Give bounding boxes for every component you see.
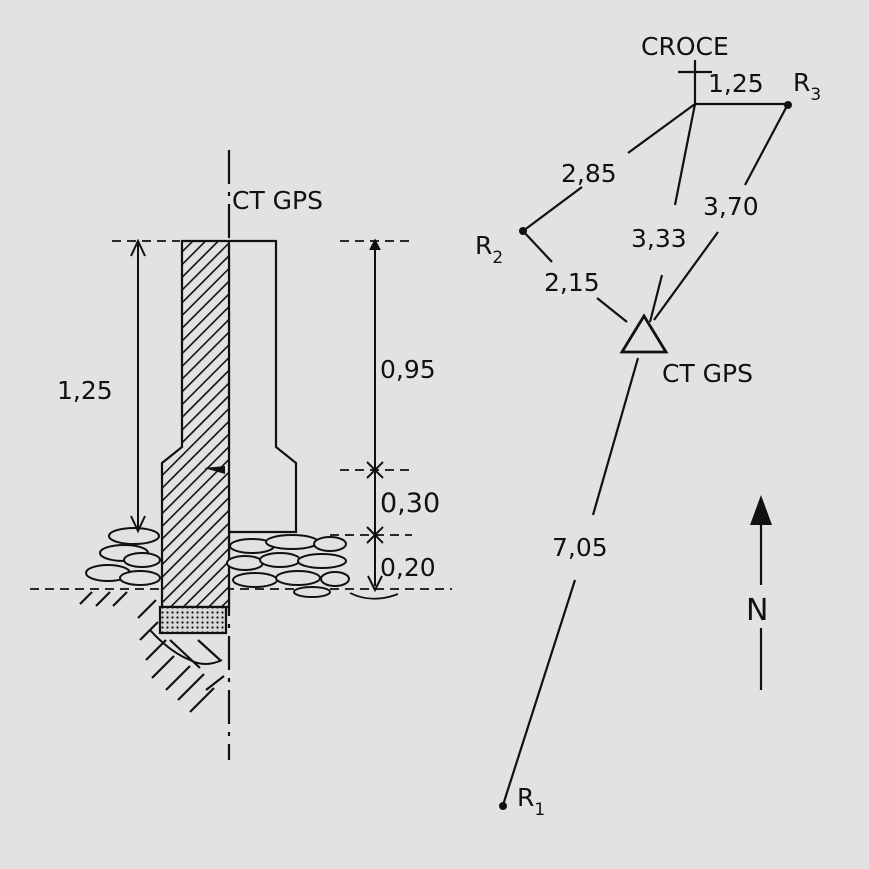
line-r2-station-b: [596, 297, 628, 323]
plan-view: [499, 60, 792, 810]
line-station-r1-a: [591, 357, 640, 516]
r3-label: R3: [793, 68, 821, 105]
dim-tick-low: [366, 526, 384, 544]
dist-croce-r3-label: 1,25: [708, 69, 764, 98]
dist-r3-station-label: 3,70: [703, 192, 759, 221]
dim-arrow-right-bottom: [367, 575, 383, 593]
pillar-cut-section: [160, 239, 231, 609]
r3-point: [784, 101, 792, 109]
dist-croce-station-label: 3,33: [631, 224, 687, 253]
dist-r2-station-label: 2,15: [544, 268, 600, 297]
rubble-stones-left: [85, 527, 161, 586]
pillar-outline: [229, 239, 298, 534]
dim-arrow-left-top: [130, 238, 146, 257]
ground-hatching: [79, 591, 225, 713]
dim-tick-mid: [366, 461, 384, 479]
r1-label: R1: [517, 783, 545, 820]
r2-point: [519, 227, 527, 235]
line-croce-station-b: [648, 274, 664, 323]
dim-total-left-label: 1,25: [57, 376, 113, 405]
line-r2-station-a: [522, 230, 553, 263]
line-r3-station-a: [744, 103, 789, 186]
line-r3-station-b: [653, 231, 719, 321]
north-label: N: [746, 593, 768, 628]
dim-arrow-right-top: [369, 238, 381, 251]
r1-point: [499, 802, 507, 810]
line-croce-r2-a: [627, 103, 696, 154]
dist-station-r1-label: 7,05: [552, 533, 608, 562]
dist-croce-r2-label: 2,85: [561, 159, 617, 188]
line-croce-station-a: [673, 103, 697, 206]
dim-middle-label: 0,30: [380, 488, 440, 519]
line-croce-r2-b: [522, 186, 583, 232]
foundation-slab: [158, 605, 228, 635]
step-marker: [204, 466, 225, 474]
dim-lower-label: 0,20: [380, 553, 436, 582]
rubble-stones-right: [226, 534, 399, 600]
croce-label: CROCE: [641, 32, 729, 61]
station-label: CT GPS: [662, 359, 753, 388]
r2-label: R2: [475, 231, 503, 268]
line-station-r1-b: [501, 579, 577, 806]
section-title: CT GPS: [232, 186, 323, 215]
section-view: [30, 150, 452, 760]
station-triangle: [619, 313, 669, 354]
dim-upper-label: 0,95: [380, 355, 436, 384]
dim-arrow-left-bottom: [130, 515, 146, 534]
north-arrow-icon: [750, 495, 772, 690]
